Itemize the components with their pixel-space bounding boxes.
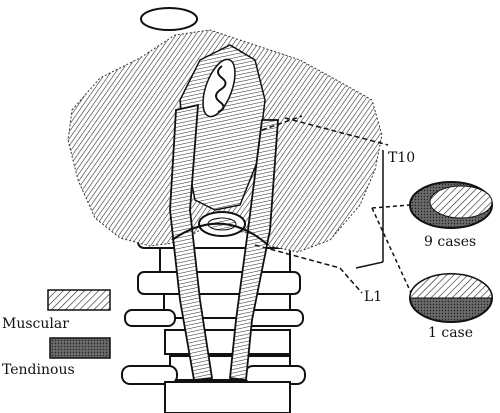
median-arcuate-band [171,222,269,246]
legend-label-muscular: Muscular [2,316,69,332]
right-bracket [355,150,384,269]
cross-section-nine-cases [409,181,493,229]
label-t10: T10 [388,150,415,166]
connector-upper [371,204,411,209]
vertebral-column [121,227,311,413]
left-crus [229,119,279,382]
label-one-case: 1 case [428,325,473,341]
connector-lower [371,207,413,296]
cross-section-one-case [409,273,493,323]
esophageal-hiatus [202,58,236,118]
legend-swatch-tendinous [49,337,111,359]
label-nine-cases: 9 cases [424,234,476,250]
label-l1: L1 [364,289,382,305]
l1-leader [254,244,363,294]
top-oval [140,7,198,31]
t10-bracket [261,115,389,146]
legend-label-tendinous: Tendinous [2,362,75,378]
esophagus-squiggle [215,65,227,113]
legend-swatch-muscular [47,289,111,311]
